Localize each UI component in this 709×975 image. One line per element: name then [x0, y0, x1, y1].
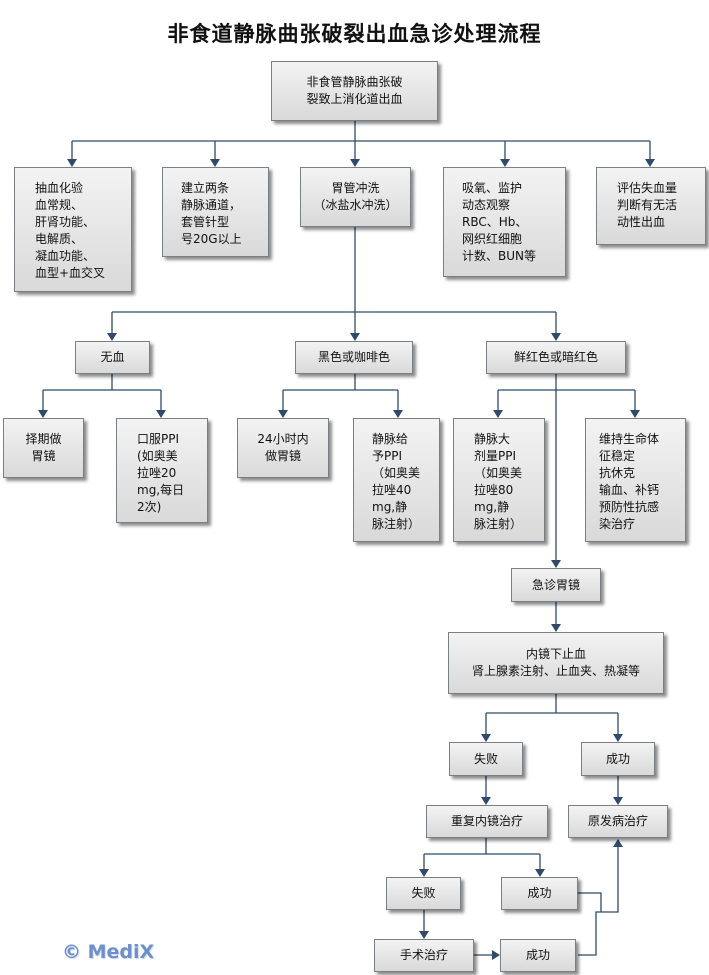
assess-blood-node: 评估失血量 判断有无活 动性出血	[596, 167, 706, 245]
medix-watermark: © MediX	[62, 941, 155, 963]
endoscopic-hemostasis-node: 内镜下止血 肾上腺素注射、止血夹、热凝等	[448, 632, 664, 694]
connector-success2-return	[578, 892, 602, 912]
success-1-node: 成功	[581, 742, 655, 776]
surgery-node: 手术治疗	[374, 939, 474, 972]
elective-endoscopy-node: 择期做 胃镜	[3, 418, 84, 478]
no-blood-node: 无血	[75, 341, 150, 374]
iv-access-node: 建立两条 静脉通道， 套管针型 号20G以上	[162, 167, 269, 257]
connector-black-split	[283, 374, 398, 391]
fail-2-node: 失败	[386, 877, 461, 910]
success-3-node: 成功	[500, 939, 576, 972]
root-node: 非食管静脉曲张破 裂致上消化道出血	[271, 61, 438, 121]
iv-ppi-node: 静脉给 予PPI （如奥美 拉唑40 mg,静 脉注射）	[353, 418, 440, 542]
endoscopy-24h-node: 24小时内 做胃镜	[237, 418, 329, 478]
success-2-node: 成功	[501, 877, 578, 910]
primary-disease-node: 原发病治疗	[568, 805, 668, 838]
oral-ppi-node: 口服PPI (如奥美 拉唑20 mg,每日 2次)	[116, 418, 208, 523]
vital-support-node: 维持生命体 征稳定 抗休克 输血、补钙 预防性抗感 染治疗	[585, 418, 686, 542]
fresh-dark-red-node: 鲜红色或暗红色	[486, 341, 626, 374]
emergency-endoscopy-node: 急诊胃镜	[511, 568, 601, 602]
connector-repeat-split	[424, 838, 540, 855]
diagram-title: 非食道静脉曲张破裂出血急诊处理流程	[167, 22, 542, 46]
fail-1-node: 失败	[449, 742, 523, 776]
connector-hemostasis-split	[486, 694, 618, 714]
labs-node: 抽血化验 血常规、 肝肾功能、 电解质、 凝血功能、 血型+血交叉	[14, 167, 132, 292]
connector-no-blood-split	[43, 374, 161, 391]
repeat-endoscopy-node: 重复内镜治疗	[426, 805, 548, 838]
gastric-lavage-node: 胃管冲洗 （冰盐水冲洗）	[300, 167, 411, 227]
connector-success3-return	[578, 839, 623, 956]
oxygen-monitor-node: 吸氧、监护 动态观察 RBC、Hb、 网织红细胞 计数、BUN等	[443, 167, 566, 277]
iv-high-ppi-node: 静脉大 剂量PPI （如奥美 拉唑80 mg,静 脉注射）	[453, 418, 545, 542]
black-coffee-node: 黑色或咖啡色	[295, 341, 413, 374]
